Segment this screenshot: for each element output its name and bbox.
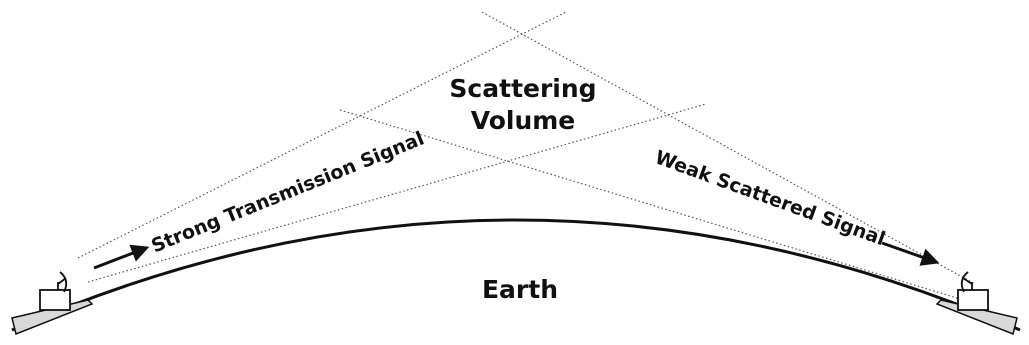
dish-antenna-icon xyxy=(57,271,68,293)
left-beam-lower xyxy=(87,103,707,283)
right-beam-lower xyxy=(339,109,971,303)
receiver-building xyxy=(957,289,989,311)
scattering-volume-label-line1: Scattering xyxy=(449,74,596,103)
earth-label: Earth xyxy=(482,275,558,304)
beam-lines xyxy=(77,11,976,303)
strong-signal-arrow-icon xyxy=(93,244,150,270)
transmitter-station xyxy=(39,271,71,311)
receiver-station xyxy=(957,271,989,311)
left-beam-upper xyxy=(77,11,567,259)
transmitter-building xyxy=(39,289,71,311)
weak-signal-label: Weak Scattered Signal xyxy=(652,146,888,250)
dish-antenna-icon xyxy=(960,271,973,293)
weak-signal-arrow-icon xyxy=(881,241,940,266)
earth-surface xyxy=(11,218,1021,332)
strong-signal-label: Strong Transmission Signal xyxy=(148,128,427,258)
right-beam-upper xyxy=(481,11,976,285)
scattering-volume-label-line2: Volume xyxy=(471,106,576,135)
